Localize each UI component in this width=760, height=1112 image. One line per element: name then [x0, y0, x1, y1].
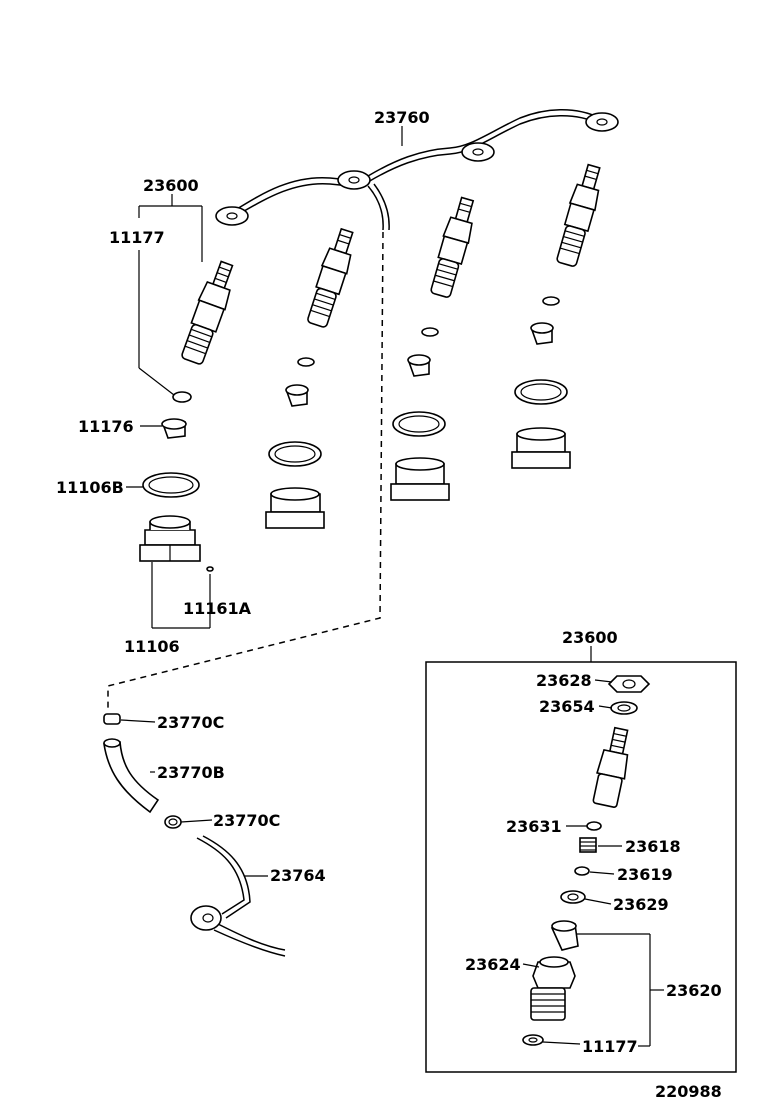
leader-lines [120, 126, 664, 1047]
label-23618: 23618 [625, 837, 681, 856]
label-23760: 23760 [374, 108, 430, 127]
label-11106: 11106 [124, 637, 180, 656]
label-23770B: 23770B [157, 763, 225, 782]
leakage-pipe-23760 [215, 109, 619, 231]
label-23770C-lower: 23770C [213, 811, 280, 830]
label-11161A: 11161A [183, 599, 252, 618]
label-11177-top: 11177 [109, 228, 165, 247]
label-11106B: 11106B [56, 478, 124, 497]
label-23624: 23624 [465, 955, 521, 974]
injector-assembly-3 [390, 196, 475, 501]
label-11177-detail: 11177 [582, 1037, 638, 1056]
detail-box-23600 [425, 661, 737, 1073]
label-23770C-upper: 23770C [157, 713, 224, 732]
label-23620: 23620 [666, 981, 722, 1000]
injector-assembly-1 [139, 260, 234, 572]
return-hose-assembly [103, 713, 286, 957]
label-23631: 23631 [506, 817, 562, 836]
label-23764: 23764 [270, 866, 326, 885]
label-23629: 23629 [613, 895, 669, 914]
label-23628: 23628 [536, 671, 592, 690]
injector-assembly-4 [511, 163, 601, 469]
injector-assembly-2 [265, 227, 354, 529]
label-23600-top: 23600 [143, 176, 199, 195]
label-11176: 11176 [78, 417, 134, 436]
label-23600-detail: 23600 [562, 628, 618, 647]
injector-exploded-view [522, 675, 651, 1046]
label-23654: 23654 [539, 697, 595, 716]
figure-code: 220988 [655, 1082, 722, 1101]
part-labels: 23760 23600 11177 11176 11106B 11161A 11… [56, 108, 722, 1101]
label-23619: 23619 [617, 865, 673, 884]
